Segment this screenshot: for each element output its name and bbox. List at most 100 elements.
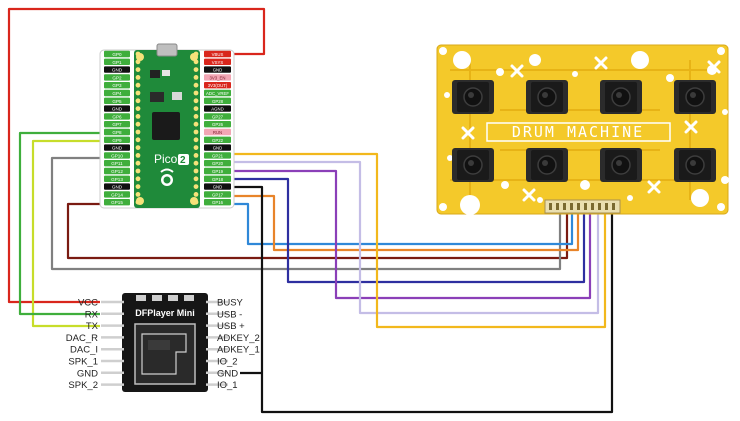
sd-card-outline (141, 333, 187, 375)
pad-x-marks (461, 56, 721, 202)
dfplayer-right-pin-label: USB + (217, 321, 245, 332)
pico-right-pin-tag (204, 183, 231, 190)
pico-left-pin-label: GP14 (111, 192, 123, 197)
pico-pad (135, 121, 141, 127)
pico-left-pin-tag (104, 175, 130, 182)
pad-buttons (452, 80, 716, 182)
pico-left-pin-tag (104, 199, 130, 206)
pico-left-pin-tag (104, 121, 130, 128)
pico-right-pin-tag (204, 105, 231, 112)
pico-left-pin-label: GP5 (112, 99, 122, 104)
pico-left-pin-tag (104, 136, 130, 143)
pico-pad (135, 168, 141, 174)
tactile-button[interactable] (600, 80, 642, 114)
tactile-button[interactable] (526, 80, 568, 114)
dfplayer-right-pin-label: USB - (217, 309, 242, 320)
pico-right-pin-tag (204, 50, 231, 58)
pico-right-pin-label: GP27 (212, 114, 224, 119)
sd-card-slot (134, 323, 196, 385)
dfplayer-left-pin-label: DAC_I (70, 345, 98, 356)
pico-right-pin-label: RUN (213, 130, 222, 135)
pico-pad (193, 168, 199, 174)
pico-right-pin-tag (204, 121, 231, 128)
dfplayer-top-pad (168, 295, 178, 301)
pico-right-pin-tag (204, 128, 231, 136)
wire-gnd-to-dfplayer-gnd (232, 185, 614, 414)
pico-right-pin-tag (204, 160, 231, 167)
dfplayer-top-pad (152, 295, 162, 301)
dfplayer-right-pin-label: ADKEY_1 (217, 345, 260, 356)
sd-card-contact (148, 340, 170, 350)
tactile-button[interactable] (452, 80, 494, 114)
pico-pad (135, 129, 141, 135)
pico-right-pin-label: GP17 (212, 192, 224, 197)
pico-pad (193, 129, 199, 135)
pico-pad (193, 145, 199, 151)
dfplayer-right-pin-label: BUSY (217, 298, 244, 309)
dfplayer-top-pad (136, 295, 146, 301)
pico-left-pin-tag (104, 113, 130, 120)
pico-left-pin-tag (104, 58, 130, 65)
pico-pad (135, 160, 141, 166)
pico-left-pin-label: GND (112, 185, 123, 190)
pico-right-pin-label: GP22 (212, 138, 224, 143)
pico-pad (135, 145, 141, 151)
pad-label-frame (486, 122, 671, 142)
pico-pad (193, 75, 199, 80)
pico-flash-chip (150, 70, 160, 78)
wire-gp16-to-pad (232, 202, 574, 246)
pico-left-pin-label: GP1 (112, 60, 122, 65)
pico-left-pin-tag (104, 160, 130, 167)
pad-header-pins (549, 203, 615, 210)
pico-right-pin-tag (204, 152, 231, 159)
pico-left-pin-label: GP4 (112, 91, 122, 96)
pico-right-pin-label: GP28 (212, 99, 224, 104)
tactile-button[interactable] (600, 148, 642, 182)
pico-left-pin-tag (104, 167, 130, 175)
tactile-button[interactable] (452, 148, 494, 182)
pico-left-pin-tag (104, 50, 130, 58)
pico-mount-hole (136, 197, 144, 205)
dfplayer-top-pads (136, 295, 194, 301)
wire-gp17-to-pad (232, 194, 580, 252)
pico-right-pin-label: GP16 (212, 200, 224, 205)
pico-right-pin-tag (204, 66, 231, 73)
pico-left-pin-tag (104, 82, 130, 89)
pico-pad (193, 67, 199, 72)
dfplayer-title: DFPlayer Mini (135, 308, 195, 318)
pico-left-pin-tag (104, 97, 130, 104)
dfplayer-left-pin-label: RX (85, 309, 99, 320)
pico-right-pin-tag (204, 58, 231, 65)
wires (7, 7, 614, 414)
dfplayer-left-pin-label: VCC (78, 298, 98, 309)
wire-gp19-to-pad (232, 169, 592, 300)
pico-pad (193, 106, 199, 111)
pico-right-pin-label: 3V3(OUT) (208, 83, 228, 88)
pico-right-pin-label: GP20 (212, 161, 224, 166)
pico-right-pin-tag (204, 113, 231, 120)
pad-mount-hole (717, 47, 725, 55)
tactile-button[interactable] (674, 148, 716, 182)
pico-pad (135, 192, 141, 197)
pico-right-pin-label: GND (213, 68, 223, 73)
pico-pad (193, 114, 199, 119)
pico-left-pin-label: GP8 (112, 130, 122, 135)
wire-gnd-to-pad (66, 202, 569, 260)
wire-gp4-to-tx (31, 139, 103, 328)
pico-board-label: Pico (154, 152, 178, 166)
pico-pad (135, 75, 141, 80)
tactile-button[interactable] (526, 148, 568, 182)
pico-left-pin-label: GP15 (111, 200, 123, 205)
pico-left-pin-tag (104, 191, 130, 198)
header-pin (549, 203, 552, 210)
pico-left-pin-tag (104, 128, 130, 136)
dfplayer-right-pin-label: ADKEY_2 (217, 333, 260, 344)
pico-pad (193, 98, 199, 104)
wire-gp5-to-rx (18, 131, 103, 316)
tactile-button[interactable] (674, 80, 716, 114)
pico-right-pin-tag (204, 89, 231, 97)
pico-led (162, 70, 170, 76)
pico-left-pin-label: GND (112, 107, 123, 112)
wire-gp21-to-pad (232, 152, 607, 329)
